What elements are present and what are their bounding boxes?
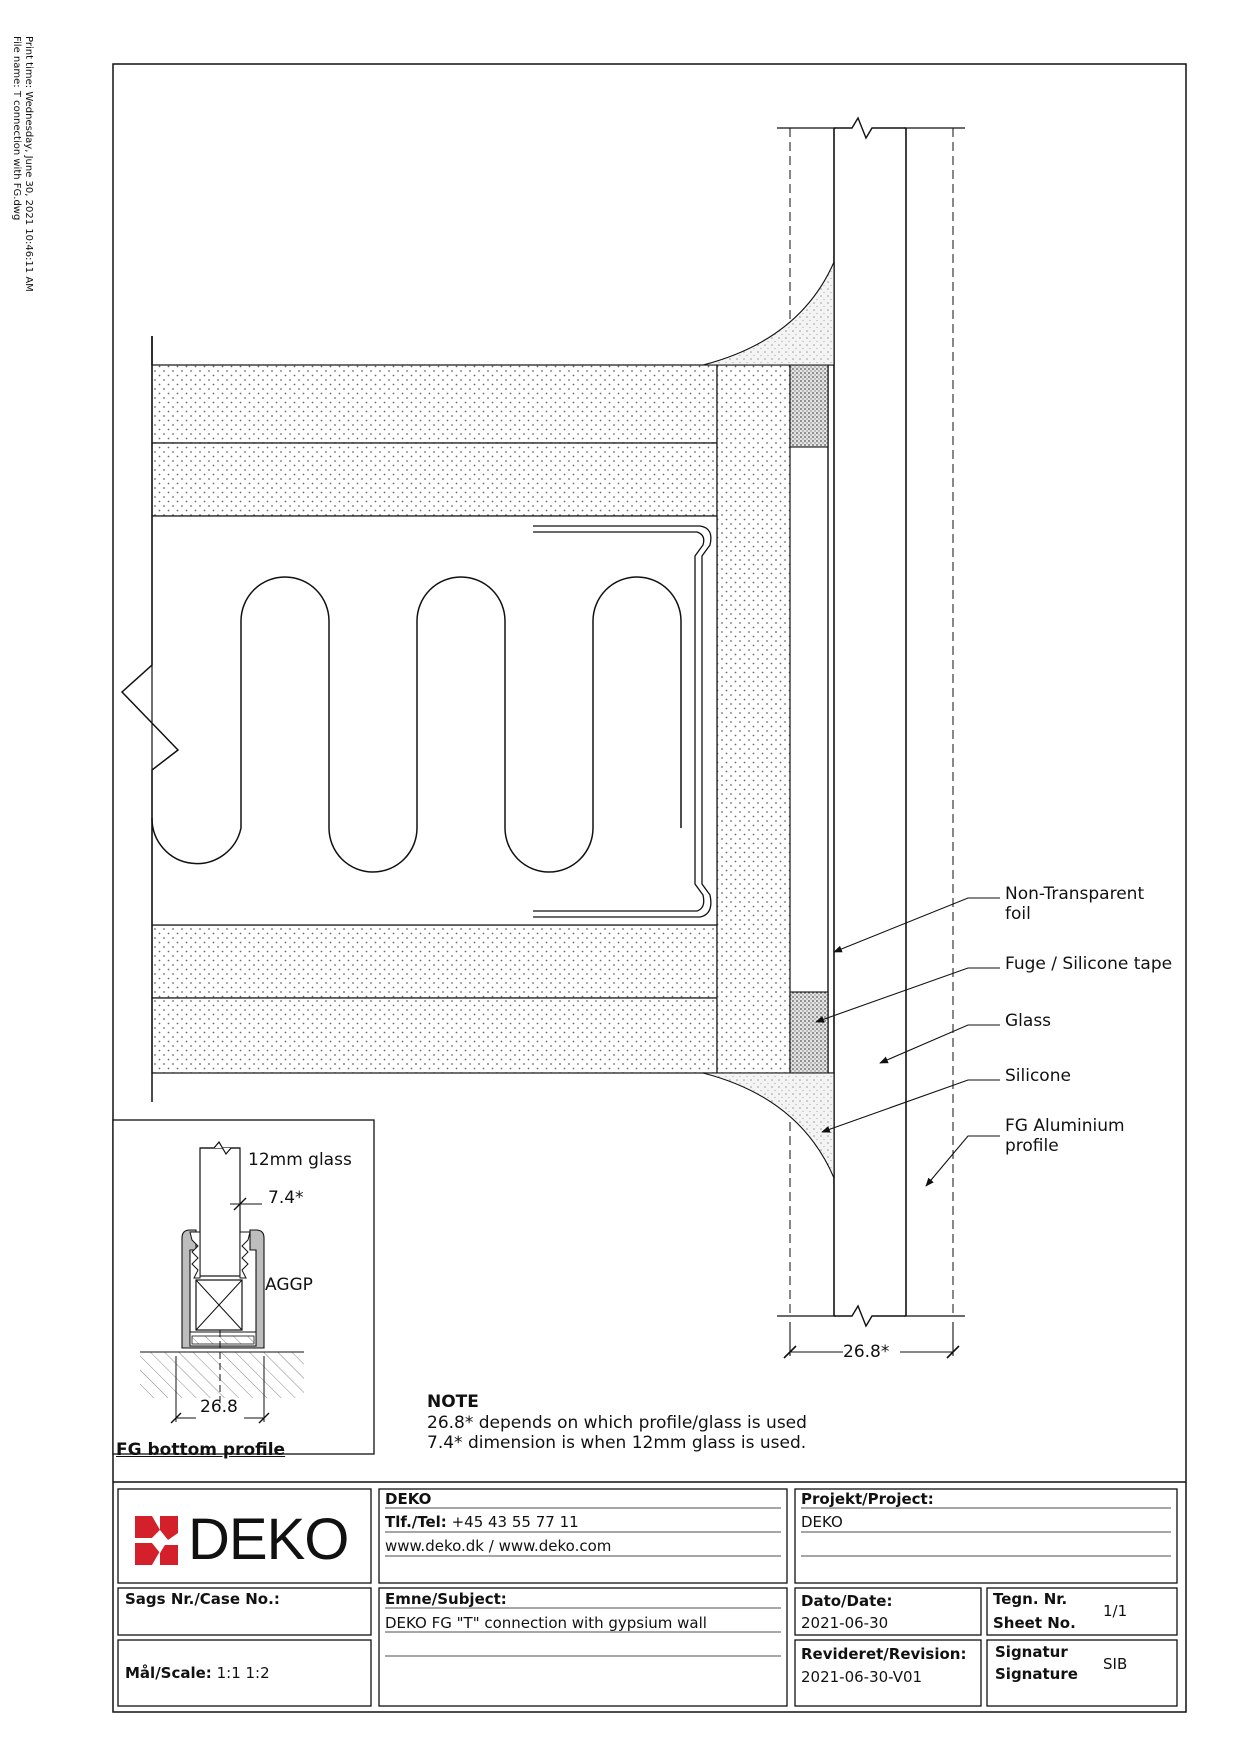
callout-fg-aluminium-profile: FG Aluminium profile: [1005, 1116, 1125, 1156]
callout-non-transparent-foil: Non-Transparent foil: [1005, 884, 1144, 924]
insulation-wave: [151, 576, 682, 873]
tb-case-label: Sags Nr./Case No.:: [125, 1590, 280, 1608]
drawing-frame: [112, 63, 1187, 1713]
leader-glass: [879, 1024, 1000, 1064]
tb-sheet-label-2: Sheet No.: [993, 1614, 1076, 1632]
tb-company: DEKO: [385, 1490, 432, 1508]
callout-fuge-silicone-tape: Fuge / Silicone tape: [1005, 954, 1173, 974]
steel-stud: [533, 525, 712, 918]
title-block: [113, 1481, 1186, 1707]
tb-sheet-value: 1/1: [1103, 1602, 1128, 1620]
inset-gasket-left: [189, 1231, 201, 1279]
silicone-fillet-top: [702, 261, 835, 366]
gypsum-board-top-1: [151, 364, 718, 444]
inset-offset-dim: 7.4*: [268, 1188, 304, 1208]
glass-assembly: [702, 116, 965, 1328]
wall-cavity: [151, 515, 718, 926]
tb-signature-label-2: Signature: [995, 1665, 1078, 1683]
silicone-fillet-bottom: [702, 1072, 835, 1179]
dimension-main: [783, 1322, 960, 1359]
gypsum-wall: [120, 336, 791, 1102]
tb-subject-value: DEKO FG "T" connection with gypsium wall: [385, 1614, 707, 1632]
inset-glass: [199, 1147, 241, 1277]
tb-signature-value: SIB: [1103, 1655, 1128, 1673]
gypsum-end-board: [716, 364, 791, 1074]
tb-telephone: Tlf./Tel: +45 43 55 77 11: [385, 1513, 579, 1531]
callout-foil-line2: foil: [1005, 904, 1031, 924]
leader-silicone-tape: [815, 967, 1000, 1023]
silicone-tape-top: [789, 364, 829, 448]
leader-silicone: [821, 1079, 1000, 1133]
inset-frame: [112, 1119, 375, 1455]
tb-date-value: 2021-06-30: [801, 1614, 889, 1632]
leader-foil: [833, 897, 1000, 953]
tb-scale: Mål/Scale: 1:1 1:2: [125, 1664, 270, 1682]
tb-signature-label-1: Signatur: [995, 1643, 1068, 1661]
silicone-tape-bottom: [789, 991, 829, 1074]
tb-revision-label: Revideret/Revision:: [801, 1645, 967, 1663]
inset-width-dim: 26.8: [200, 1397, 238, 1417]
inset-gasket-right: [239, 1231, 251, 1279]
inset-aggp-label: AGGP: [265, 1275, 313, 1295]
note-heading: NOTE: [427, 1392, 479, 1412]
floor-hatch: [140, 1352, 304, 1398]
deko-logo-mark: [135, 1516, 178, 1565]
tb-subject-label: Emne/Subject:: [385, 1590, 507, 1608]
gypsum-board-bottom-1: [151, 924, 718, 999]
inset-glass-label: 12mm glass: [248, 1150, 352, 1170]
note-line-2: 7.4* dimension is when 12mm glass is use…: [427, 1433, 807, 1453]
callout-profile-line1: FG Aluminium: [1005, 1116, 1125, 1136]
glass-break-top: [834, 116, 906, 140]
tb-project-label: Projekt/Project:: [801, 1490, 934, 1508]
tb-revision-value: 2021-06-30-V01: [801, 1668, 923, 1686]
callout-foil-line1: Non-Transparent: [1005, 884, 1145, 904]
leader-fg-profile: [925, 1135, 1000, 1187]
deko-logo-text: DEKO: [188, 1507, 349, 1572]
tb-date-label: Dato/Date:: [801, 1592, 893, 1610]
inset-fg-bottom-profile: [112, 1119, 375, 1455]
wall-break-line: [120, 336, 180, 1102]
tb-project-value: DEKO: [801, 1513, 843, 1531]
callout-leaders: [815, 897, 1000, 1187]
tb-scale-value: 1:1 1:2: [216, 1664, 270, 1682]
glass-break-bottom: [834, 1304, 906, 1328]
callout-profile-line2: profile: [1005, 1136, 1059, 1156]
tb-scale-label: Mål/Scale:: [125, 1664, 212, 1682]
gypsum-board-bottom-2: [151, 997, 718, 1074]
callout-glass: Glass: [1005, 1011, 1052, 1031]
tb-tel-label: Tlf./Tel:: [385, 1513, 447, 1531]
tb-website: www.deko.dk / www.deko.com: [385, 1537, 612, 1555]
note-line-1: 26.8* depends on which profile/glass is …: [427, 1413, 807, 1433]
dimension-main-label: 26.8*: [843, 1342, 890, 1362]
tb-tel-value: +45 43 55 77 11: [451, 1513, 579, 1531]
gypsum-board-top-2: [151, 442, 718, 517]
inset-caption: FG bottom profile: [116, 1440, 286, 1460]
tb-sheet-label-1: Tegn. Nr.: [993, 1590, 1068, 1608]
callout-silicone: Silicone: [1005, 1066, 1071, 1086]
